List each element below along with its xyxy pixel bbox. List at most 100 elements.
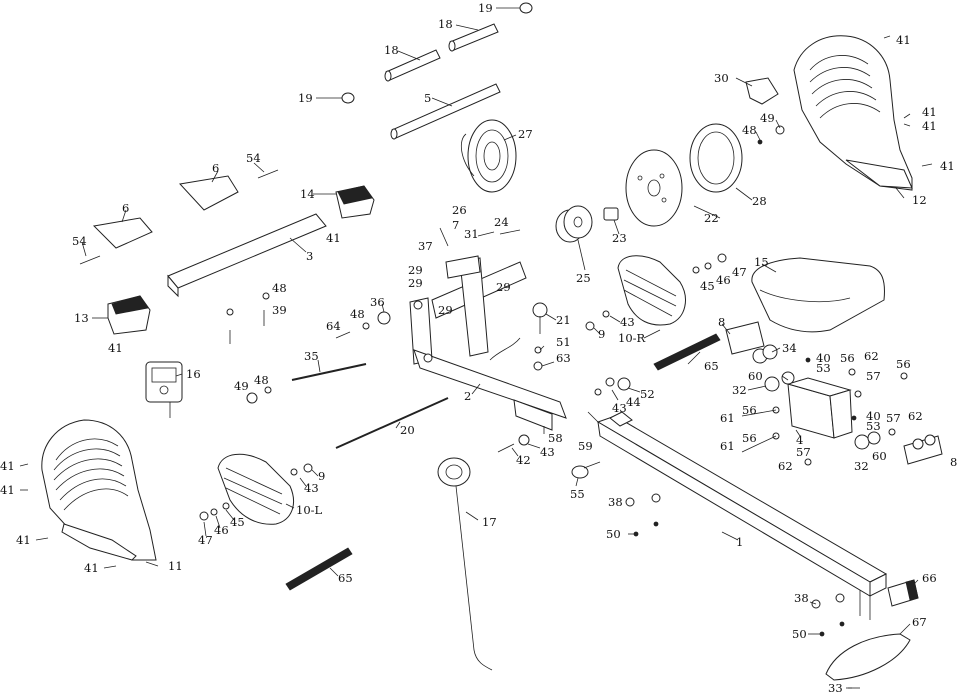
callout-61-b: 61: [720, 439, 735, 453]
callout-12: 12: [912, 193, 927, 207]
callout-56-b: 56: [896, 357, 911, 371]
callout-41-left-4: 41: [16, 533, 31, 547]
callout-18-top: 18: [438, 17, 453, 31]
callout-15: 15: [754, 255, 769, 269]
callout-6-top: 6: [212, 161, 219, 175]
callout-57-a: 57: [866, 369, 881, 383]
callout-37: 37: [418, 239, 433, 253]
callout-61-a: 61: [720, 411, 735, 425]
callout-6-left: 6: [122, 201, 129, 215]
callout-9-a: 9: [598, 327, 605, 341]
callout-29-a: 29: [408, 263, 423, 277]
callout-43-b: 43: [612, 401, 627, 415]
callout-47-r: 47: [732, 265, 747, 279]
callout-59: 59: [578, 439, 593, 453]
callout-29-d: 29: [438, 303, 453, 317]
callout-48-l: 48: [254, 373, 269, 387]
callout-7: 7: [452, 218, 459, 232]
callout-56-c: 56: [742, 403, 757, 417]
callout-48-a: 48: [272, 281, 287, 295]
callout-25: 25: [576, 271, 591, 285]
callout-40-b: 40: [866, 409, 881, 423]
callout-30: 30: [714, 71, 729, 85]
callout-14: 14: [300, 187, 315, 201]
callout-49-r: 49: [760, 111, 775, 125]
callout-9-b: 9: [318, 469, 325, 483]
callout-43-d: 43: [304, 481, 319, 495]
callout-56-d: 56: [742, 431, 757, 445]
callout-34: 34: [782, 341, 797, 355]
callout-42: 42: [516, 453, 531, 467]
left-shroud: [41, 419, 157, 561]
callout-63: 63: [556, 351, 571, 365]
seat: [751, 257, 885, 333]
callout-41-left-2: 41: [0, 459, 15, 473]
callout-29-b: 29: [408, 276, 423, 290]
callout-41-left-5: 41: [84, 561, 99, 575]
callout-44: 44: [626, 395, 641, 409]
callout-8-b: 8: [950, 455, 957, 469]
callout-56-a: 56: [840, 351, 855, 365]
callout-41-r3: 41: [922, 119, 937, 133]
callout-36: 36: [370, 295, 385, 309]
console-and-covers: [92, 77, 779, 418]
callout-28: 28: [752, 194, 767, 208]
callout-41-r1: 41: [896, 33, 911, 47]
callout-26: 26: [452, 203, 467, 217]
callout-45-l: 45: [230, 515, 245, 529]
handle-and-parts: [437, 457, 919, 681]
callout-55: 55: [570, 487, 585, 501]
callout-23: 23: [612, 231, 627, 245]
callout-48-b: 48: [350, 307, 365, 321]
callout-18-left: 18: [384, 43, 399, 57]
callout-66: 66: [922, 571, 937, 585]
callout-54-left: 54: [72, 234, 87, 248]
callout-62-b: 62: [908, 409, 923, 423]
seat-carriage: [725, 321, 943, 465]
callout-16: 16: [186, 367, 201, 381]
callout-51: 51: [556, 335, 571, 349]
callout-62-c: 62: [778, 459, 793, 473]
shock-tubes: [285, 333, 721, 591]
callout-48-r: 48: [742, 123, 757, 137]
callout-10-r: 10-R: [618, 331, 646, 345]
callout-21: 21: [556, 313, 571, 327]
callout-50-a: 50: [606, 527, 621, 541]
callout-60-a: 60: [748, 369, 763, 383]
callout-40-a: 40: [816, 351, 831, 365]
callout-43-c: 43: [540, 445, 555, 459]
callout-60-b: 60: [872, 449, 887, 463]
callout-49-l: 49: [234, 379, 249, 393]
callout-38-a: 38: [608, 495, 623, 509]
callout-5: 5: [424, 91, 431, 105]
callout-38-b: 38: [794, 591, 809, 605]
callout-53-b: 53: [866, 419, 881, 433]
right-shroud: [793, 35, 913, 191]
callout-33: 33: [828, 681, 843, 695]
main-rail: [596, 411, 888, 620]
callout-58: 58: [548, 431, 563, 445]
callout-20: 20: [400, 423, 415, 437]
callout-62-a: 62: [864, 349, 879, 363]
callout-35: 35: [304, 349, 319, 363]
callout-41-mid: 41: [326, 231, 341, 245]
callout-67: 67: [912, 615, 927, 629]
callout-32-b: 32: [854, 459, 869, 473]
callout-39: 39: [272, 303, 287, 317]
callout-47-l: 47: [198, 533, 213, 547]
callout-31: 31: [464, 227, 479, 241]
callout-10-l: 10-L: [296, 503, 323, 517]
callout-27: 27: [518, 127, 533, 141]
flywheel-assembly: [555, 123, 743, 243]
callout-11: 11: [168, 559, 183, 573]
callout-53-a: 53: [816, 361, 831, 375]
callout-46-r: 46: [716, 273, 731, 287]
callout-1: 1: [736, 535, 743, 549]
callout-41-left: 41: [108, 341, 123, 355]
tubes: [291, 23, 501, 449]
front-frame: [409, 255, 567, 431]
callout-22: 22: [704, 211, 719, 225]
